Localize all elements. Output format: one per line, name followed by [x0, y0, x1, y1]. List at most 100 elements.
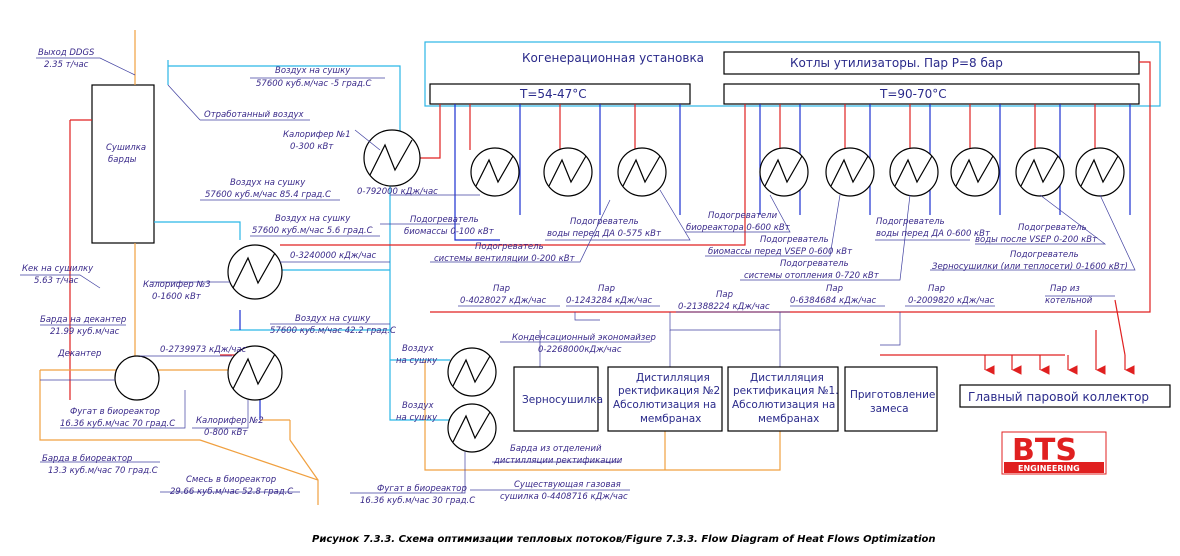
- lbl-steam5-v: 0-2009820 кДж/час: [908, 296, 995, 306]
- dist2-l3: Абсолютизация на: [613, 399, 716, 411]
- temp-right: T=90-70°С: [879, 87, 947, 101]
- hx-e: [825, 147, 875, 197]
- condens-hx-1: [447, 347, 497, 397]
- lbl-air3-v: 57600 куб.м/час 5.6 град.С: [252, 226, 373, 236]
- lbl-steam1-v: 0-4028027 кДж/час: [460, 296, 547, 306]
- lbl-air-dry2: Воздух: [402, 401, 434, 411]
- lbl-barda-sep-b: дистилляции ректификации: [493, 456, 623, 466]
- lbl-fugat2: Фугат в биореактор: [377, 484, 467, 494]
- dist1-box: [727, 366, 839, 432]
- lbl-steam5: Пар: [928, 284, 945, 294]
- bts-logo: BTS ENGINEERING: [1001, 431, 1107, 475]
- lbl-heater2-kj: 0-2739973 кДж/час: [160, 345, 247, 355]
- lbl-steam4: Пар: [826, 284, 843, 294]
- lbl-ph-bioreact-v: биореактора 0-600 кВт: [686, 223, 791, 233]
- lbl-ph-da: Подогреватель: [876, 217, 945, 227]
- hx-b: [543, 147, 593, 197]
- hx-h: [1015, 147, 1065, 197]
- hx-i: [1075, 147, 1125, 197]
- grain-dryer-box: [513, 366, 599, 432]
- lbl-air1-v: 57600 куб.м/час -5 град.С: [256, 79, 372, 89]
- lbl-condens: Конденсационный экономайзер: [512, 333, 656, 343]
- lbl-steam2-v: 0-1243284 кДж/час: [566, 296, 653, 306]
- lbl-barda-bio: Барда в биореактор: [42, 454, 132, 464]
- lbl-gas-dryer-v: сушилка 0-4408716 кДж/час: [500, 492, 628, 502]
- lbl-ph-vent: Подогреватель: [475, 242, 544, 252]
- hx-g: [950, 147, 1000, 197]
- lbl-fugat1: Фугат в биореактор: [70, 407, 160, 417]
- lbl-steam6-b: котельной: [1045, 296, 1093, 306]
- right-header: [723, 83, 1140, 105]
- dryer-box: [91, 84, 155, 244]
- figure-caption: Рисунок 7.3.3. Схема оптимизации тепловы…: [312, 534, 936, 545]
- hx-d: [759, 147, 809, 197]
- lbl-ph-vsep-v: воды после VSEP 0-200 кВт: [975, 235, 1098, 245]
- lbl-fugat1-v: 16.36 куб.м/час 70 град.С: [60, 419, 175, 429]
- lbl-air-dry2b: на сушку: [396, 413, 438, 423]
- lbl-steam6: Пар из: [1050, 284, 1080, 294]
- collector-box: [959, 384, 1171, 408]
- lbl-barda-bio-v: 13.3 куб.м/час 70 град.С: [48, 466, 158, 476]
- dist2-l1: Дистилляция: [636, 372, 710, 384]
- prep-box: [844, 366, 938, 432]
- lbl-ph-vsep: Подогреватель: [1018, 223, 1087, 233]
- lbl-decanter-barda: Барда на декантер: [40, 315, 126, 325]
- lbl-heater3-kj: 0-3240000 кДж/час: [290, 251, 377, 261]
- dryer-label-2: барды: [108, 155, 137, 165]
- lbl-ph-biomass-v: биомассы перед VSEP 0-600 кВт: [708, 247, 853, 257]
- decanter-circle: [114, 355, 160, 401]
- lbl-heater1-v: 0-300 кВт: [290, 142, 334, 152]
- lbl-cake: Кек на сушилку: [22, 264, 94, 274]
- prep-l1: Приготовление: [850, 389, 935, 401]
- lbl-gas-dryer: Существующая газовая: [514, 480, 621, 490]
- lbl-ph-grain: Подогреватель: [1010, 250, 1079, 260]
- hx-c: [617, 147, 667, 197]
- lbl-steam4-v: 0-6384684 кДж/час: [790, 296, 877, 306]
- lbl-ph-heat-v: системы отопления 0-720 кВт: [744, 271, 880, 281]
- lbl-exhaust: Отработанный воздух: [204, 110, 305, 120]
- lbl-ph-da-v: воды перед ДА 0-600 кВт: [876, 229, 991, 239]
- lbl-condens-v: 0-2268000кДж/час: [538, 345, 622, 355]
- heater2-hx: [227, 345, 283, 401]
- lbl-air-dry1b: на сушку: [396, 356, 438, 366]
- prep-l2: замеса: [870, 403, 909, 415]
- lbl-heater1-kj: 0-792000 кДж/час: [357, 187, 438, 197]
- lbl-decanter-barda-v: 21.99 куб.м/час: [50, 327, 120, 337]
- lbl-fugat2-v: 16.36 куб.м/час 30 град.С: [360, 496, 475, 506]
- lbl-air1: Воздух на сушку: [275, 66, 351, 76]
- lbl-ph-water: Подогреватель: [570, 217, 639, 227]
- dist1-l1: Дистилляция: [750, 372, 824, 384]
- lbl-ddgs: Выход DDGS: [38, 48, 95, 58]
- lbl-steam3-v: 0-21388224 кДж/час: [678, 302, 770, 312]
- cogen-title: Когенерационная установка: [522, 51, 704, 65]
- lbl-barda-sep: Барда из отделений: [510, 444, 602, 454]
- lbl-heater2: Калорифер №2: [196, 416, 264, 426]
- lbl-decanter: Декантер: [57, 349, 101, 359]
- svg-text:ENGINEERING: ENGINEERING: [1018, 464, 1080, 473]
- hx-a: [470, 147, 520, 197]
- boilers-label: Котлы утилизаторы. Пар Р=8 бар: [790, 56, 1003, 70]
- lbl-ph-bioreact: Подогреватели: [708, 211, 778, 221]
- grain-dryer-label: Зерносушилка: [522, 394, 603, 406]
- collector-label: Главный паровой коллектор: [968, 390, 1149, 404]
- dist2-l2: ректификация №2: [618, 385, 720, 397]
- lbl-steam1: Пар: [493, 284, 510, 294]
- hx-f: [889, 147, 939, 197]
- dist1-l4: мембранах: [758, 413, 819, 425]
- lbl-air4: Воздух на сушку: [295, 314, 371, 324]
- lbl-ph-grain-v: Зерносушилки (или теплосети) 0-1600 кВт): [932, 262, 1128, 272]
- heater3-hx: [227, 244, 283, 300]
- lbl-heater2-v: 0-800 кВт: [204, 428, 248, 438]
- lbl-ph-biomass: Подогреватель: [760, 235, 829, 245]
- lbl-ph-bio-v: биомассы 0-100 кВт: [404, 227, 495, 237]
- cogen-frame: [424, 41, 1161, 107]
- lbl-ph-vent-v: системы вентиляции 0-200 кВт: [434, 254, 576, 264]
- lbl-heater1: Калорифер №1: [283, 130, 351, 140]
- lbl-ph-bio: Подогреватель: [410, 215, 479, 225]
- dryer-label-1: Сушилка: [106, 143, 146, 153]
- lbl-air-dry1: Воздух: [402, 344, 434, 354]
- lbl-steam2: Пар: [598, 284, 615, 294]
- lbl-ph-heat: Подогреватель: [780, 259, 849, 269]
- lbl-air3: Воздух на сушку: [275, 214, 351, 224]
